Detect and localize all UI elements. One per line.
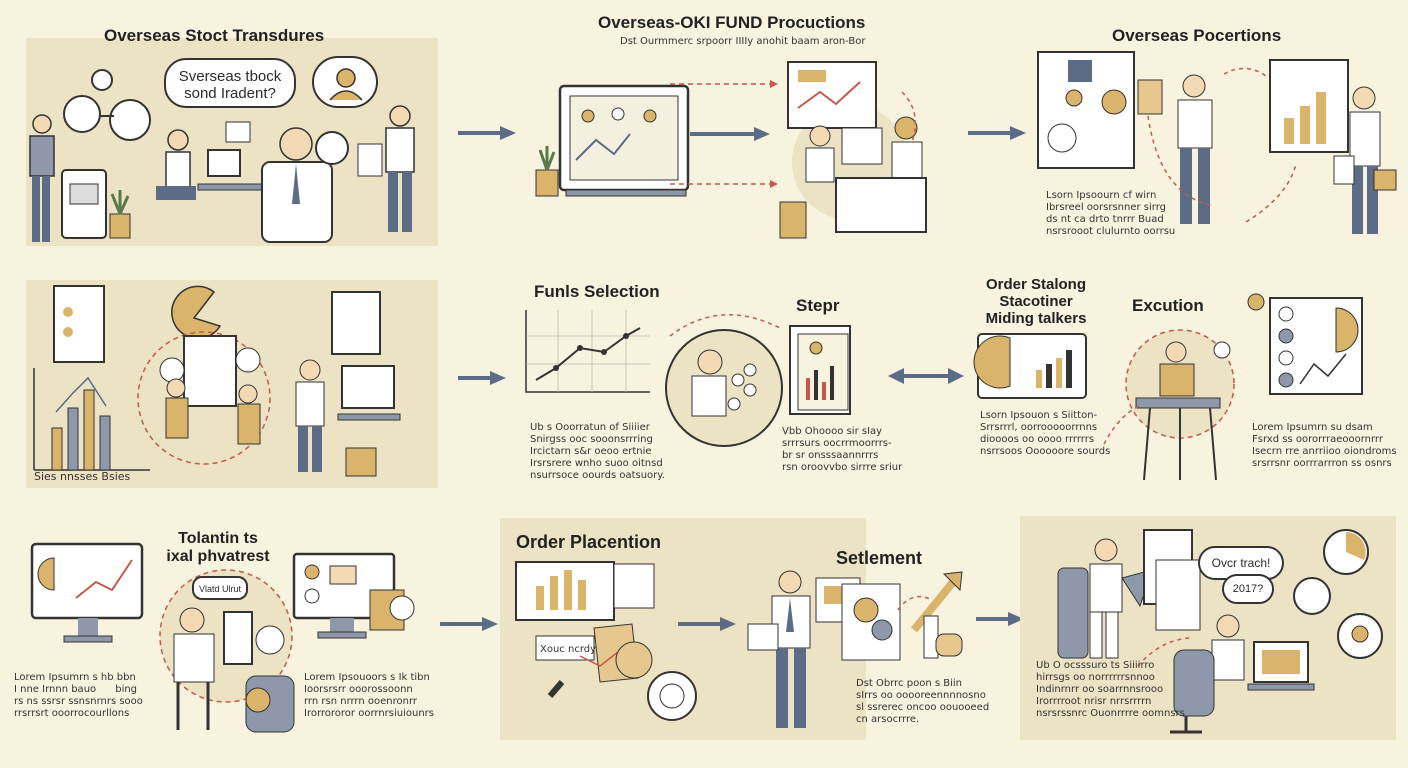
title-funds-selection: Funls Selection xyxy=(534,282,660,301)
subtitle-fund-productions: Dst Ourmmerc srpoorr IIIIy anohit baam a… xyxy=(620,36,866,47)
final-bubble: Ovcr trach! xyxy=(1198,546,1284,580)
title-order-staging: Order Stalong Stacotiner Miding talkers xyxy=(985,276,1087,327)
presentation-illustration xyxy=(1037,51,1397,234)
title-overseas-positions: Overseas Pocertions xyxy=(1112,26,1282,45)
para-tolantin-left: Lorem Ipsumrn s hb bbn I nne Irnnn bauo … xyxy=(14,672,143,719)
para-step: Vbb Ohoooo sir sIay srrrsurs oocrrmoorrr… xyxy=(782,426,903,473)
office-team-illustration xyxy=(29,69,415,243)
flow-arrow-2 xyxy=(968,126,1026,140)
para-settlement: Dst Obrrc poon s Biin sIrrs oo ooooreenn… xyxy=(856,678,990,725)
para-execution: Lorem Ipsumrn su dsam Fsrxd ss oororrrae… xyxy=(1252,422,1397,469)
monitor-chart-illustration xyxy=(30,542,144,643)
final-illustration xyxy=(1057,529,1383,734)
title-execution: Excution xyxy=(1132,296,1204,315)
para-tolantin-right: Lorem Ipsouoors s Ik tibn Ioorsrsrr ooor… xyxy=(304,672,434,719)
analysis-illustration xyxy=(33,285,401,477)
flow-arrow-6 xyxy=(976,612,1024,626)
fund-line-chart xyxy=(525,310,650,393)
settlement-icons xyxy=(841,571,963,661)
final-bubble-year: 2017? xyxy=(1222,574,1274,604)
tolantin-bubble: Vlatd Ulrut xyxy=(192,576,248,600)
flow-arrow-5 xyxy=(678,617,736,631)
para-order-staging: Lsorn Ipsouon s Siitton- Srrsrrrl, oorro… xyxy=(980,410,1111,457)
order-placement-illustration xyxy=(515,561,697,721)
flow-arrow-1 xyxy=(458,126,516,140)
para-funds-selection: Ub s Ooorratun of Siiiier Snirgss ooc so… xyxy=(530,422,665,481)
flow-arrow-4 xyxy=(440,617,498,631)
para-final: Ub O ocsssuro ts Siiiirro hirrsgs oo nor… xyxy=(1036,660,1185,719)
workstation-illustration xyxy=(292,552,415,639)
question-bubble: Sverseas tbock sond Iradent? xyxy=(164,58,296,108)
order-dashboard-illustration xyxy=(973,333,1087,399)
flow-arrow-3 xyxy=(458,371,506,385)
execution-illustration xyxy=(1103,293,1363,481)
title-order-placement: Order Placention xyxy=(516,532,662,552)
laptop-dashboard-illustration xyxy=(535,61,927,239)
investor-illustration xyxy=(159,569,295,733)
advisor-bubble xyxy=(312,56,378,108)
title-stock-procedures: Overseas Stoct Transdures xyxy=(104,26,325,45)
report-book-illustration xyxy=(789,325,851,415)
title-fund-productions: Overseas-OKI FUND Procuctions xyxy=(598,13,866,32)
note-order-placement: Xouc ncrdy xyxy=(540,644,597,655)
title-step: Stepr xyxy=(796,296,840,315)
chart-footer-label: Sies nnsses Bsies xyxy=(34,470,131,483)
para-overseas-positions: Lsorn Ipsoourn cf wirn Ibrsreel oorsrsnn… xyxy=(1046,190,1176,237)
title-settlement: Setlement xyxy=(836,548,923,568)
person-avatar-icon xyxy=(329,68,363,101)
title-tolantin: Tolantin ts ixal phvatrest xyxy=(166,530,270,565)
fund-manager-illustration xyxy=(665,314,783,447)
flow-double-arrow xyxy=(888,368,964,384)
